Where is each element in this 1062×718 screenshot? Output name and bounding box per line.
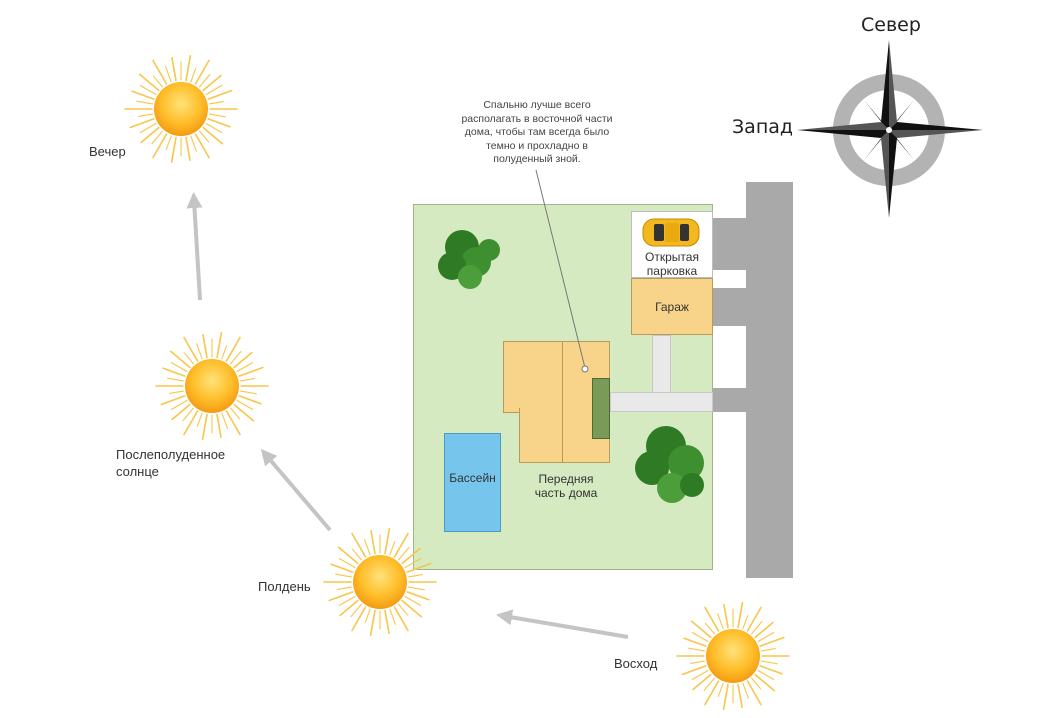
parking-label: Открытая парковка: [645, 250, 699, 278]
pool-label: Бассейн: [449, 471, 496, 485]
arrow-to-afternoon: [260, 448, 332, 532]
arrow-to-evening: [186, 192, 203, 301]
road: [746, 182, 793, 578]
sun-icon-evening: [124, 55, 238, 163]
sun-icon-sunrise: [676, 602, 790, 710]
sun-label-afternoon: Послеполуденное солнце: [116, 447, 226, 479]
garage-label: Гараж: [655, 300, 689, 314]
tree-southeast-icon: [635, 426, 704, 503]
pool: [444, 433, 501, 532]
sun-label-sunrise: Восход: [614, 656, 658, 671]
sun-icon-afternoon: [155, 332, 269, 440]
car-icon: [642, 218, 700, 247]
house-front-label: Передняя часть дома: [534, 472, 598, 500]
walkway-horizontal: [610, 392, 713, 412]
road-stub-garage: [713, 288, 746, 326]
sun-label-noon: Полдень: [258, 579, 311, 594]
west-label: Запад: [732, 116, 794, 138]
sun-label-evening: Вечер: [89, 144, 126, 159]
tree-northwest-icon: [438, 230, 500, 289]
compass-icon: [797, 40, 983, 218]
north-label: Север: [861, 14, 921, 36]
note-pointer-dot: [581, 365, 589, 373]
bedroom-note: Спальню лучше всего располагать в восточ…: [461, 99, 613, 165]
note-pointer-line: [535, 169, 586, 369]
road-stub-walkway: [713, 388, 746, 412]
house-porch: [592, 378, 610, 439]
arrow-to-noon: [496, 609, 629, 639]
road-stub-parking: [713, 218, 746, 270]
garage: [631, 278, 713, 335]
house-west-bottom: [519, 408, 563, 463]
sun-icon-noon: [323, 528, 437, 636]
